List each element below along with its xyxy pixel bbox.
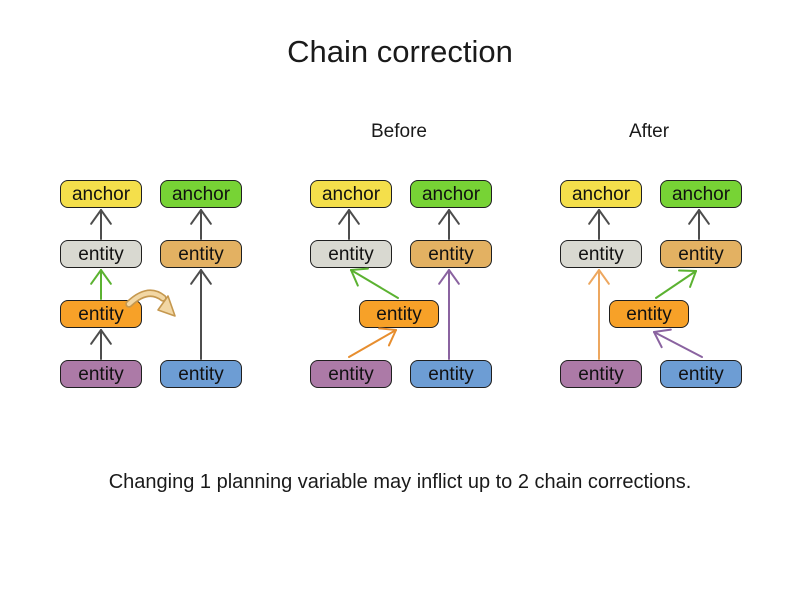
arrowhead-initial-purple-to-orange: [90, 329, 102, 345]
arrowhead-initial-orange-to-gray: [90, 269, 102, 285]
arrowhead-before-orange-to-gray: [350, 267, 369, 271]
arrowhead-initial-orange-to-gray: [100, 269, 112, 285]
arrowhead-after-gray-to-yellow: [588, 209, 600, 225]
arrowhead-before-tan-to-green: [448, 209, 460, 225]
arrowhead-after-tan-to-green: [688, 209, 700, 225]
arrowhead-before-gray-to-yellow: [338, 209, 350, 225]
node-initial-entity-blue: entity: [160, 360, 242, 388]
node-after-entity-tan: entity: [660, 240, 742, 268]
node-initial-entity-purple: entity: [60, 360, 142, 388]
node-after-anchor-yellow: anchor: [560, 180, 642, 208]
node-after-entity-blue: entity: [660, 360, 742, 388]
arrowhead-initial-tan-to-green: [200, 209, 212, 225]
arrowhead-after-purple-to-gray: [598, 269, 610, 285]
arrowhead-after-gray-to-yellow: [598, 209, 610, 225]
node-before-anchor-green: anchor: [410, 180, 492, 208]
node-after-entity-gray: entity: [560, 240, 642, 268]
arrowhead-before-orange-to-gray: [350, 269, 359, 287]
arrow-before-purple-to-orange: [348, 329, 397, 358]
node-initial-anchor-green: anchor: [160, 180, 242, 208]
arrowhead-initial-blue-to-tan: [190, 269, 202, 285]
node-after-entity-orange: entity: [609, 300, 689, 328]
arrowhead-before-purple-to-orange: [387, 329, 397, 347]
page-title: Chain correction: [287, 34, 513, 69]
curved-move-arrowhead: [157, 295, 176, 317]
node-initial-entity-tan: entity: [160, 240, 242, 268]
node-before-anchor-yellow: anchor: [310, 180, 392, 208]
node-before-entity-purple: entity: [310, 360, 392, 388]
arrowhead-before-blue-to-tan: [438, 269, 450, 285]
arrowhead-after-blue-to-orange: [653, 331, 663, 349]
caption-text: Changing 1 planning variable may inflict…: [108, 471, 692, 493]
arrowhead-initial-gray-to-yellow: [100, 209, 112, 225]
arrowhead-initial-tan-to-green: [190, 209, 202, 225]
arrow-after-blue-to-orange: [653, 331, 703, 358]
arrowhead-after-blue-to-orange: [653, 328, 672, 333]
arrow-before-orange-to-gray: [350, 269, 399, 299]
arrowhead-before-purple-to-orange: [378, 327, 397, 331]
section-label-before: Before: [371, 121, 427, 142]
arrowhead-after-tan-to-green: [698, 209, 710, 225]
node-after-anchor-green: anchor: [660, 180, 742, 208]
arrowhead-initial-blue-to-tan: [200, 269, 212, 285]
node-before-entity-gray: entity: [310, 240, 392, 268]
node-initial-entity-gray: entity: [60, 240, 142, 268]
arrowhead-after-orange-to-tan: [689, 270, 697, 288]
arrowhead-before-blue-to-tan: [448, 269, 460, 285]
node-before-entity-blue: entity: [410, 360, 492, 388]
arrowhead-after-purple-to-gray: [588, 269, 600, 285]
arrowhead-initial-purple-to-orange: [100, 329, 112, 345]
arrow-after-orange-to-tan: [655, 270, 697, 299]
arrowhead-initial-gray-to-yellow: [90, 209, 102, 225]
node-before-entity-orange: entity: [359, 300, 439, 328]
section-label-after: After: [628, 121, 670, 142]
node-initial-entity-orange: entity: [60, 300, 142, 328]
arrowhead-before-gray-to-yellow: [348, 209, 360, 225]
arrowhead-before-tan-to-green: [438, 209, 450, 225]
node-after-entity-purple: entity: [560, 360, 642, 388]
node-before-entity-tan: entity: [410, 240, 492, 268]
node-initial-anchor-yellow: anchor: [60, 180, 142, 208]
